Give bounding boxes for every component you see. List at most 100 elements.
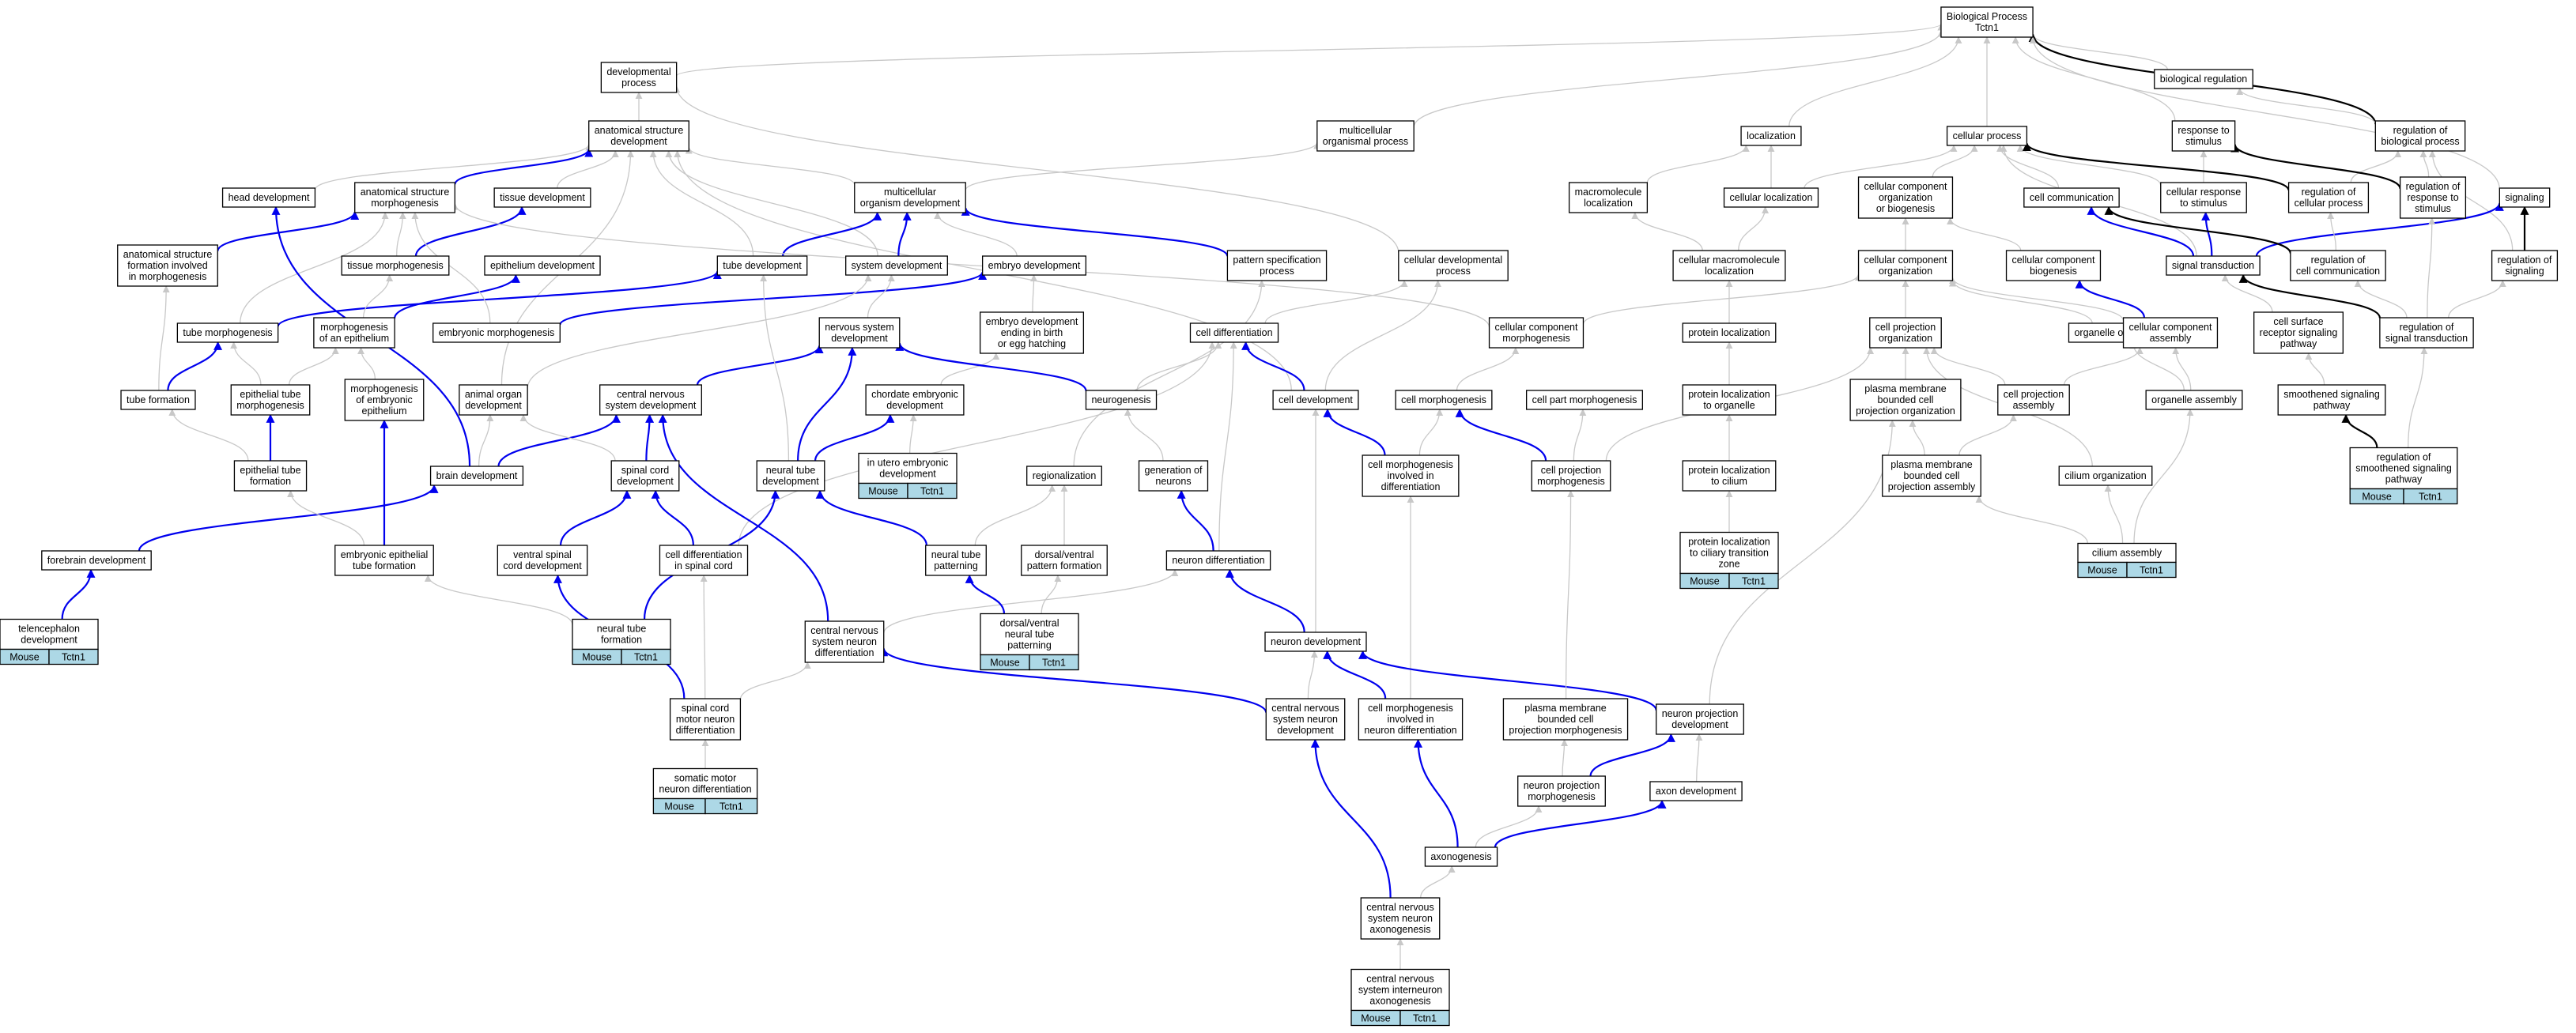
go-term-node[interactable]: neuron differentiation	[1165, 550, 1271, 571]
go-term-node[interactable]: signal transduction	[2166, 255, 2261, 276]
go-term-node[interactable]: tissue morphogenesis	[341, 255, 450, 276]
go-term-node[interactable]: axon development	[1649, 781, 1743, 801]
go-term-node[interactable]: axonogenesis	[1424, 846, 1498, 867]
go-term-node[interactable]: neuron development	[1264, 631, 1367, 652]
go-term-node[interactable]: cell communication	[2023, 187, 2120, 208]
go-term-node[interactable]: head development	[221, 187, 316, 208]
go-term-node[interactable]: system development	[845, 255, 948, 276]
go-term-node[interactable]: biological regulation	[2154, 69, 2253, 89]
go-term-node[interactable]: localization	[1740, 126, 1802, 146]
go-term-node[interactable]: neurogenesis	[1085, 390, 1158, 410]
go-term-node[interactable]: signaling	[2499, 187, 2551, 208]
go-term-node[interactable]: cellular process	[1946, 126, 2028, 146]
go-term-node[interactable]: cell development	[1272, 390, 1359, 410]
go-term-node[interactable]: cell morphogenesis	[1395, 390, 1493, 410]
go-term-node[interactable]: embryonic morphogenesis	[432, 322, 561, 343]
go-term-node[interactable]: cell differentiation	[1189, 322, 1279, 343]
go-term-node[interactable]: cellular localization	[1723, 187, 1819, 208]
go-term-node[interactable]: tissue development	[493, 187, 591, 208]
go-term-node[interactable]: tube morphogenesis	[176, 322, 279, 343]
go-term-node[interactable]: cilium organization	[2058, 466, 2153, 486]
go-term-node[interactable]: organelle assembly	[2145, 390, 2243, 410]
go-term-node[interactable]: regionalization	[1026, 466, 1102, 486]
go-term-node[interactable]: protein localization	[1682, 322, 1777, 343]
go-term-node[interactable]: brain development	[429, 466, 524, 486]
go-term-node[interactable]: embryo development	[981, 255, 1087, 276]
go-term-node[interactable]: forebrain development	[41, 550, 152, 571]
go-term-node[interactable]: tube development	[716, 255, 808, 276]
go-term-node[interactable]: epithelium development	[484, 255, 601, 276]
go-term-node[interactable]: cell part morphogenesis	[1525, 390, 1644, 410]
go-term-node[interactable]: tube formation	[120, 390, 196, 410]
